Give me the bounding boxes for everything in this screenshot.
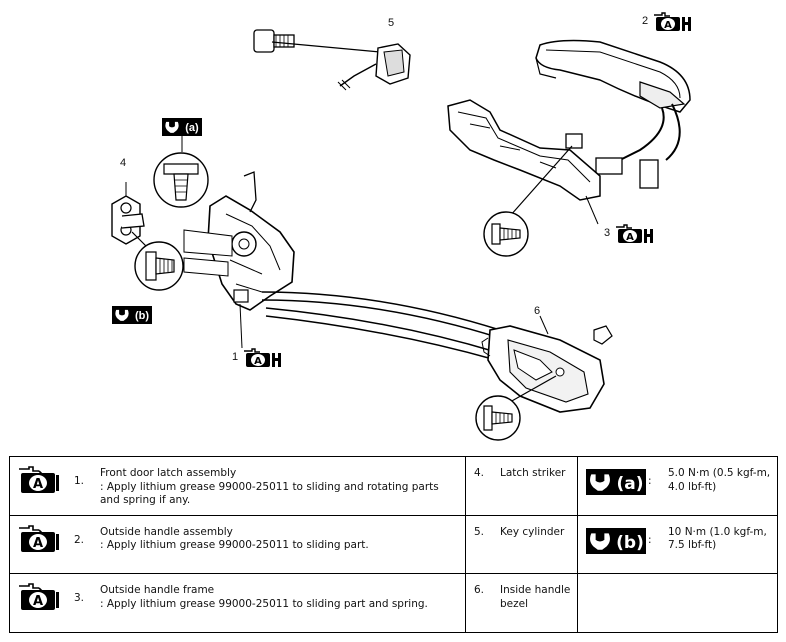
grease-icon — [16, 582, 62, 612]
exploded-view-diagram: A A — [111, 12, 692, 441]
torque-label: (a) — [616, 474, 643, 494]
callout-1: 1 — [232, 351, 238, 363]
outside-handle-frame-illustration — [447, 99, 601, 225]
outside-handle-illustration — [535, 39, 691, 189]
torque-wrench-icon: (a) — [586, 469, 646, 495]
part-cell: 2. Outside handle assembly: Apply lithiu… — [9, 514, 466, 575]
part2-name: Inside handle bezel — [500, 584, 571, 610]
latch-cables — [261, 291, 501, 361]
part2-number: 6. — [474, 584, 485, 597]
part-cell: 1. Front door latch assembly: Apply lith… — [9, 456, 466, 516]
part2-number: 5. — [474, 525, 485, 538]
part-cell: 3. Outside handle frame: Apply lithium g… — [9, 573, 466, 633]
torque-colon: : — [648, 533, 652, 546]
torque-colon: : — [648, 475, 652, 487]
part2-cell: 6. Inside handle bezel — [465, 573, 578, 633]
part2-number: 4. — [474, 467, 485, 479]
table-row: 3. Outside handle frame: Apply lithium g… — [9, 573, 778, 633]
torque-cell: (a) : 5.0 N·m (0.5 kgf-m, 4.0 lbf-ft) — [577, 456, 778, 516]
callout-3: 3 — [604, 227, 610, 239]
torque-b-label: (b) — [135, 310, 149, 322]
torque-a-marker: (a) — [162, 118, 202, 136]
part2-name: Key cylinder — [500, 525, 565, 538]
parts-table: 1. Front door latch assembly: Apply lith… — [9, 456, 778, 633]
torque-b-marker: (b) — [112, 306, 152, 324]
callout-2: 2 — [642, 15, 648, 27]
grease-icon — [16, 524, 62, 554]
part-note: : Apply lithium grease 99000-25011 to sl… — [100, 597, 428, 610]
grease-icon-2 — [653, 12, 692, 32]
screw-frame-icon — [483, 211, 529, 257]
key-cylinder-illustration — [253, 29, 411, 91]
door-latch-illustration — [183, 171, 295, 311]
torque-value: 10 N·m (1.0 kgf-m, 7.5 lbf-ft) — [668, 525, 767, 552]
part-title: Front door latch assembly — [100, 467, 237, 479]
part-title: Outside handle frame — [100, 584, 215, 597]
part-note: : Apply lithium grease 99000-25011 to sl… — [100, 539, 369, 552]
part2-cell: 5. Key cylinder — [465, 514, 578, 575]
bolt-b-icon — [134, 241, 184, 291]
grease-icon-1 — [243, 348, 282, 368]
callout-4: 4 — [120, 157, 126, 169]
torque-cell: (b) : 10 N·m (1.0 kgf-m, 7.5 lbf-ft) — [577, 514, 778, 575]
callout-6: 6 — [534, 305, 540, 317]
table-row: 1. Front door latch assembly: Apply lith… — [9, 456, 778, 516]
part-number: 1. — [74, 475, 85, 487]
callout-5: 5 — [388, 17, 394, 29]
inside-handle-bezel-illustration — [481, 315, 613, 413]
table-row: 2. Outside handle assembly: Apply lithiu… — [9, 514, 778, 575]
torque-value: 5.0 N·m (0.5 kgf-m, 4.0 lbf-ft) — [668, 467, 771, 493]
part-note: : Apply lithium grease 99000-25011 to sl… — [100, 480, 439, 507]
screw-bezel-icon — [475, 395, 521, 441]
empty-cell — [577, 573, 778, 633]
torque-label: (b) — [616, 533, 644, 553]
part2-cell: 4. Latch striker — [465, 456, 578, 516]
part-number: 3. — [74, 592, 85, 605]
grease-icon — [16, 465, 62, 495]
part-number: 2. — [74, 533, 85, 546]
torque-a-label: (a) — [185, 122, 199, 134]
bolt-a-icon — [153, 152, 209, 208]
grease-icon-3 — [615, 224, 654, 244]
part2-name: Latch striker — [500, 467, 566, 479]
torque-wrench-icon: (b) — [586, 527, 646, 554]
latch-striker-illustration — [111, 182, 157, 257]
part-title: Outside handle assembly — [100, 525, 233, 538]
